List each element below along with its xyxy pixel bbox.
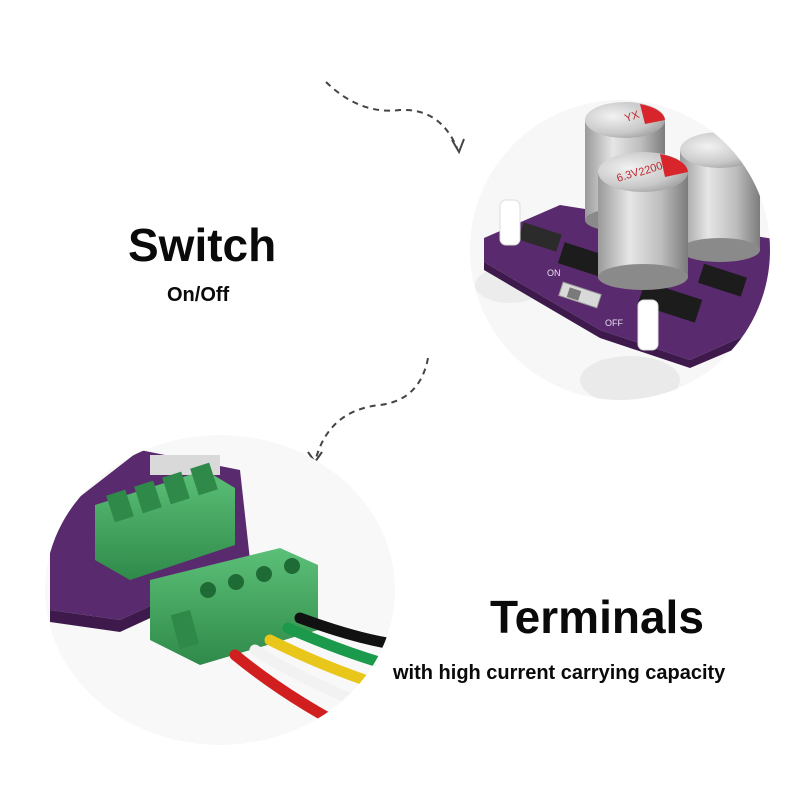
slide-switch (558, 281, 602, 309)
switch-on-marking: ON (547, 268, 561, 278)
terminal-header (95, 462, 235, 580)
dashed-arrow-bottom (315, 357, 429, 459)
capacitor-front (598, 152, 688, 290)
terminals-heading: Terminals (490, 591, 704, 643)
switch-off-marking: OFF (605, 318, 623, 328)
terminals-closeup-photo (45, 435, 395, 745)
arrowhead-top (451, 138, 465, 155)
switch-subheading: On/Off (167, 284, 230, 306)
capacitor-label-back: YX (623, 109, 641, 125)
dashed-arrow-top (325, 81, 458, 149)
terminal-plug (150, 548, 318, 665)
switch-heading: Switch (128, 219, 277, 271)
capacitor-right (680, 132, 760, 262)
terminals-subheading: with high current carrying capacity (393, 662, 726, 684)
switch-closeup-photo (470, 100, 770, 400)
